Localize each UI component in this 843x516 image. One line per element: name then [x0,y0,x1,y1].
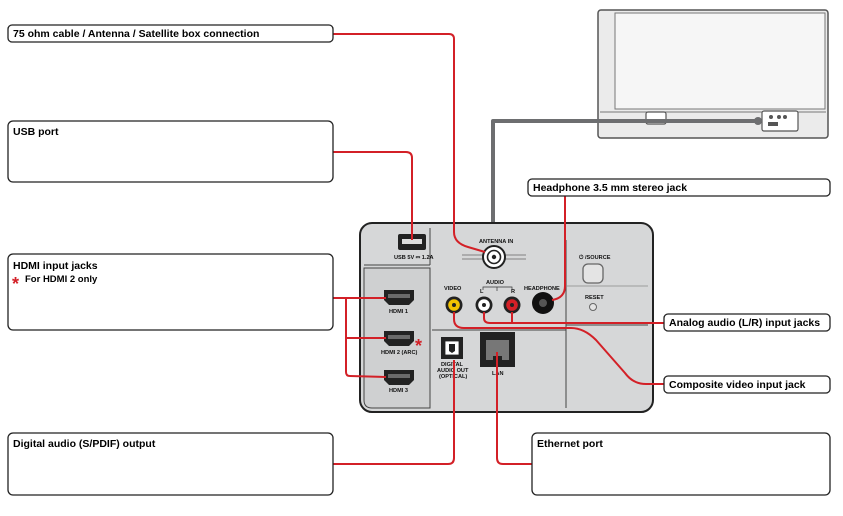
audio-label: AUDIO [486,280,505,286]
svg-text:Analog audio (L/R) input jacks: Analog audio (L/R) input jacks [669,317,820,329]
callout-hdmi: HDMI input jacks * For HDMI 2 only [7,253,334,331]
hdmi-note: For HDMI 2 only [25,274,98,285]
power-icon: ⏻ [579,254,584,261]
hdmi-2-label: HDMI 2 (ARC) [381,350,417,356]
audio-r-label: R [511,289,515,295]
hdmi-3-label: HDMI 3 [389,388,408,394]
tv-illustration [597,9,829,139]
headphone-jack[interactable] [532,292,554,314]
tv-cable [491,119,758,224]
antenna-label: ANTENNA IN [479,239,513,245]
hdmi-2-port[interactable]: HDMI 2 (ARC) * [381,331,422,356]
leader-spdif [333,360,455,465]
svg-text:Digital audio (S/PDIF) output: Digital audio (S/PDIF) output [13,438,156,450]
svg-text:Composite video input jack: Composite video input jack [669,379,806,391]
leader-composite [453,312,664,385]
leader-lines [333,33,664,465]
antenna-input[interactable]: ANTENNA IN [462,239,526,269]
svg-text:Headphone 3.5 mm stereo jack: Headphone 3.5 mm stereo jack [533,182,687,194]
lan-port[interactable]: LAN [480,332,515,377]
hdmi-1-label: HDMI 1 [389,309,408,315]
hdmi-note-asterisk: * [12,274,19,294]
leader-hdmi-3 [345,338,387,378]
tv-side-port-panel [761,110,799,132]
svg-text:Ethernet port: Ethernet port [537,438,603,450]
svg-text:USB port: USB port [13,126,59,138]
leader-cable [333,33,486,253]
callout-usb: USB port [7,120,334,183]
hdmi-3-port[interactable]: HDMI 3 [384,370,414,394]
svg-text:75 ohm cable / Antenna / Satel: 75 ohm cable / Antenna / Satellite box c… [13,28,259,40]
audio-l-jack[interactable] [475,296,493,314]
video-jack[interactable] [445,296,463,314]
leader-analog-l [483,312,664,324]
audio-l-label: L [480,289,484,295]
callout-composite: Composite video input jack [663,375,831,394]
leader-usb [333,151,413,240]
callout-analog-audio: Analog audio (L/R) input jacks [663,313,831,332]
hdmi-1-port[interactable]: HDMI 1 [384,290,414,315]
tv-screen [614,12,826,110]
usb-port[interactable]: USB 5V ⎓ 1.2A [394,234,434,261]
optical-label-2: AUDIO OUT [437,368,469,374]
callout-ethernet: Ethernet port [531,432,831,496]
source-label: /SOURCE [585,255,611,261]
hdmi-2-asterisk: * [415,336,422,356]
audio-r-jack[interactable] [503,296,521,314]
svg-text:HDMI input jacks: HDMI input jacks [13,260,98,272]
panel-body [359,222,654,413]
video-label: VIDEO [444,286,462,292]
usb-label: USB 5V ⎓ 1.2A [394,255,434,261]
callout-cable: 75 ohm cable / Antenna / Satellite box c… [7,24,334,43]
callout-headphone: Headphone 3.5 mm stereo jack [527,178,831,197]
leader-ethernet [496,352,532,465]
leader-headphone [551,196,566,301]
callout-spdif: Digital audio (S/PDIF) output [7,432,334,496]
reset-button[interactable]: RESET [585,295,604,311]
optical-label-1: DIGITAL [441,362,464,368]
tv-mini-port-icon [769,115,773,119]
headphone-label: HEADPHONE [524,286,560,292]
source-button[interactable]: ⏻ /SOURCE [579,254,611,284]
reset-label: RESET [585,295,604,301]
